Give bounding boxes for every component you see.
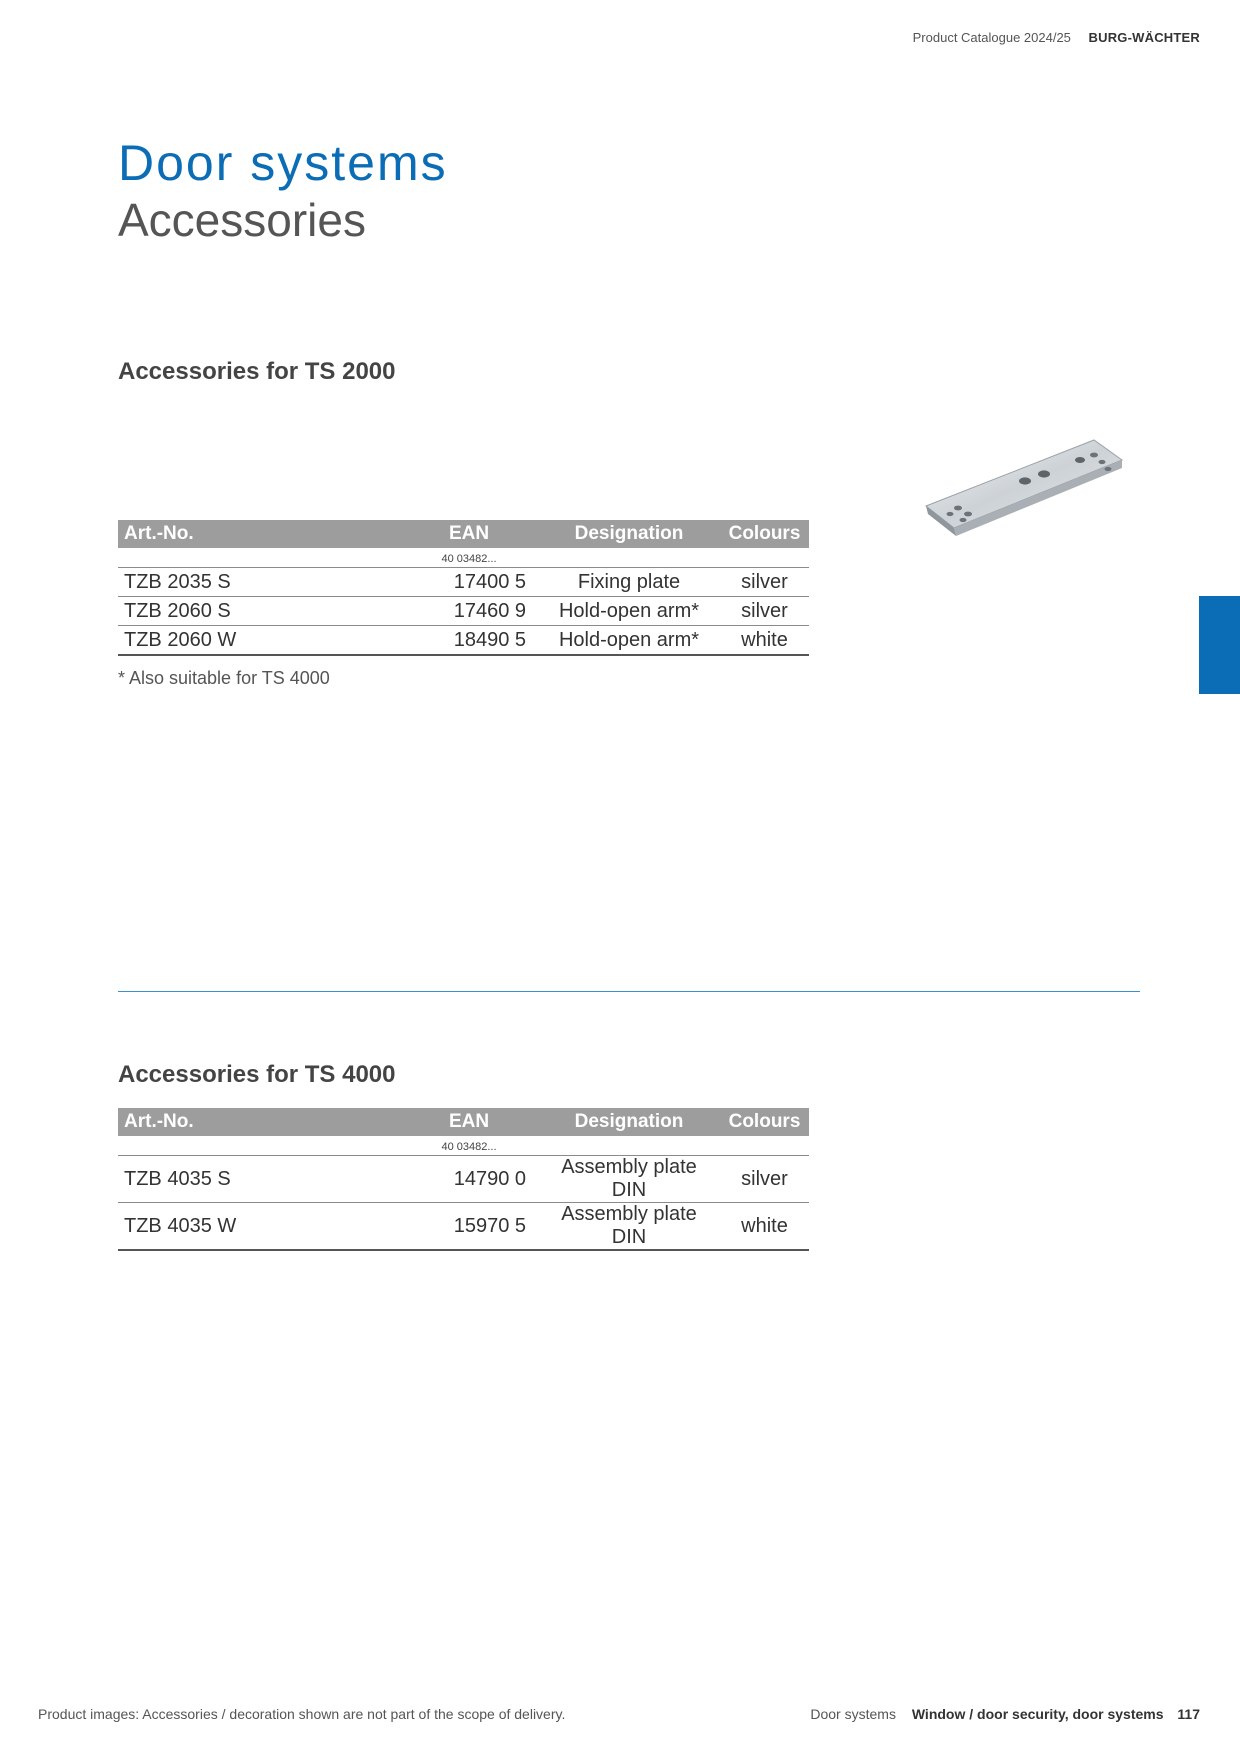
colour-cell: white (720, 1202, 809, 1251)
col-art-no: Art.-No. (118, 520, 400, 550)
page-subtitle: Accessories (118, 194, 366, 246)
colour-cell: white (720, 625, 809, 656)
ean-prefix: 40 03482... (400, 1137, 538, 1156)
ean-cell: 14790 0 (400, 1155, 538, 1203)
ean-cell: 15970 5 (400, 1202, 538, 1251)
accessories-table-ts4000: Art.-No. EAN Designation Colours 40 0348… (118, 1108, 809, 1251)
section-divider (118, 991, 1140, 992)
designation-cell: Fixing plate (538, 567, 720, 597)
footer-chapter: Window / door security, door systems (911, 1706, 1164, 1722)
page-title: Door systems (118, 135, 448, 191)
art-no-cell: TZB 4035 S (118, 1155, 400, 1203)
col-designation: Designation (538, 1108, 720, 1138)
footer-disclaimer: Product images: Accessories / decoration… (38, 1706, 566, 1722)
footnote: * Also suitable for TS 4000 (118, 668, 330, 688)
designation-cell: Hold-open arm* (538, 625, 720, 656)
accessories-table-ts2000: Art.-No. EAN Designation Colours 40 0348… (118, 520, 809, 656)
table-row: TZB 4035 W 15970 5 Assembly plate DIN wh… (118, 1202, 809, 1251)
page-header: Product Catalogue 2024/25 BURG-WÄCHTER (913, 30, 1200, 45)
catalogue-label: Product Catalogue 2024/25 (912, 30, 1071, 45)
art-no-cell: TZB 2060 W (118, 625, 400, 656)
art-no-cell: TZB 2035 S (118, 567, 400, 597)
section-title-ts4000: Accessories for TS 4000 (118, 1061, 396, 1088)
fixing-plate-image (925, 439, 1124, 536)
col-ean: EAN (400, 520, 538, 550)
table-row: TZB 4035 S 14790 0 Assembly plate DIN si… (118, 1155, 809, 1203)
colour-cell: silver (720, 1155, 809, 1203)
col-colours: Colours (720, 1108, 809, 1138)
table-row: TZB 2060 S 17460 9 Hold-open arm* silver (118, 596, 809, 626)
art-no-cell: TZB 2060 S (118, 596, 400, 626)
ean-prefix: 40 03482... (400, 549, 538, 568)
col-designation: Designation (538, 520, 720, 550)
art-no-cell: TZB 4035 W (118, 1202, 400, 1251)
table-row: TZB 2060 W 18490 5 Hold-open arm* white (118, 625, 809, 656)
page-footer: Door systems Window / door security, doo… (810, 1706, 1200, 1722)
page-number: 117 (1177, 1706, 1200, 1722)
chapter-tab-marker (1199, 596, 1240, 694)
section-title-ts2000: Accessories for TS 2000 (118, 358, 396, 385)
colour-cell: silver (720, 596, 809, 626)
col-colours: Colours (720, 520, 809, 550)
designation-cell: Assembly plate DIN (538, 1202, 720, 1251)
table-row: TZB 2035 S 17400 5 Fixing plate silver (118, 567, 809, 597)
designation-cell: Assembly plate DIN (538, 1155, 720, 1203)
designation-cell: Hold-open arm* (538, 596, 720, 626)
colour-cell: silver (720, 567, 809, 597)
ean-cell: 18490 5 (400, 625, 538, 656)
ean-cell: 17460 9 (400, 596, 538, 626)
brand-name: BURG-WÄCHTER (1088, 30, 1200, 45)
col-ean: EAN (400, 1108, 538, 1138)
ean-cell: 17400 5 (400, 567, 538, 597)
col-art-no: Art.-No. (118, 1108, 400, 1138)
footer-section: Door systems (810, 1706, 896, 1722)
